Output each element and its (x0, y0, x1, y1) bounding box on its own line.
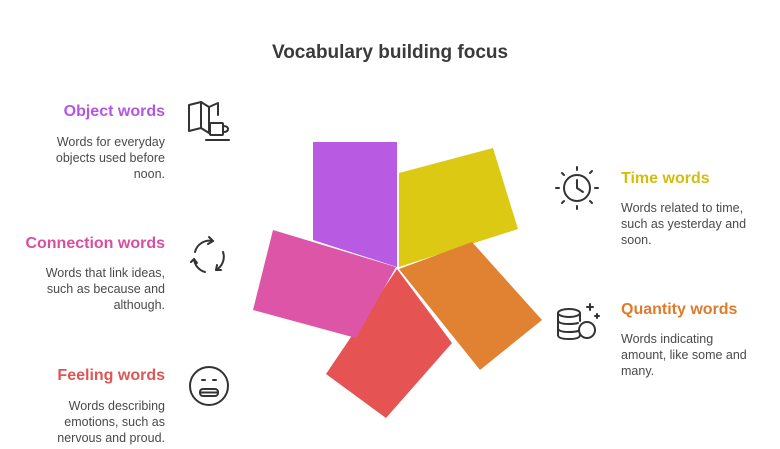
segment-connection (253, 230, 396, 338)
quantity-words-heading: Quantity words (621, 301, 738, 318)
cycle-arrows-icon (185, 232, 233, 280)
time-words-description: Words related to time, such as yesterday… (621, 201, 747, 247)
coin-stack-icon (553, 299, 601, 347)
object-words-heading: Object words (63, 103, 165, 120)
segment-object (313, 142, 397, 267)
quantity-words-description: Words indicating amount, like some and m… (621, 332, 747, 378)
book-and-cup-icon (185, 99, 233, 147)
feeling-words-heading: Feeling words (57, 367, 165, 384)
grimace-face-icon (185, 362, 233, 410)
feeling-words-description: Words describing emotions, such as nervo… (57, 399, 165, 445)
connection-words-description: Words that link ideas, such as because a… (45, 266, 165, 312)
time-words-heading: Time words (621, 170, 710, 187)
segment-time (399, 148, 518, 267)
segment-quantity (399, 242, 542, 370)
segment-feeling (326, 269, 452, 418)
connection-words-heading: Connection words (25, 235, 165, 252)
object-words-description: Words for everyday objects used before n… (55, 135, 165, 181)
clock-icon (553, 164, 601, 212)
page-title: Vocabulary building focus (271, 42, 509, 63)
